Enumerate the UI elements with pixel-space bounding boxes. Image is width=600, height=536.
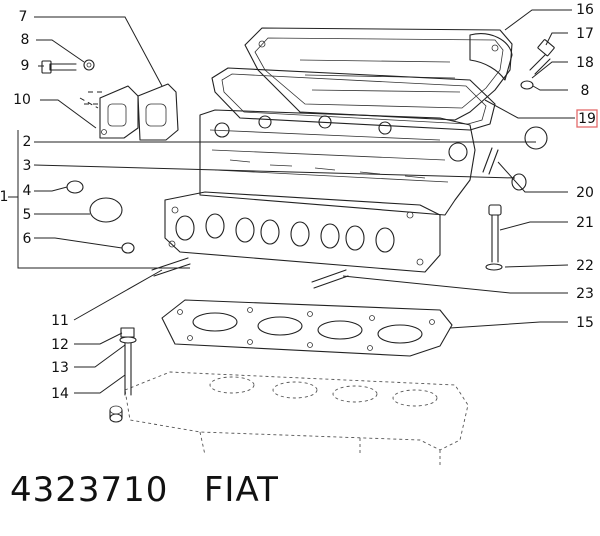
- callout-22: 22: [576, 258, 594, 274]
- callout-10: 10: [13, 92, 31, 108]
- assembly-dash: [79, 91, 102, 109]
- callout-8-right: 8: [581, 83, 590, 99]
- callout-13: 13: [51, 360, 69, 376]
- part-number: 4323710: [10, 470, 169, 510]
- callout-15: 15: [576, 315, 594, 331]
- plug-cup: [121, 242, 135, 254]
- stud-center: [311, 269, 349, 289]
- callout-17: 17: [576, 26, 594, 42]
- flange-gasket-front: [99, 85, 139, 139]
- small-washer: [83, 59, 95, 71]
- callout-12: 12: [51, 337, 69, 353]
- callout-5: 5: [23, 207, 32, 223]
- callout-7: 7: [19, 9, 28, 25]
- callout-14: 14: [51, 386, 69, 402]
- cylinder-head: [164, 109, 476, 273]
- callout-1: 1: [0, 189, 8, 205]
- callout-18: 18: [576, 55, 594, 71]
- callout-20: 20: [576, 185, 594, 201]
- cover-bolt: [529, 39, 555, 75]
- valve-cover: [244, 27, 513, 121]
- cover-washer: [520, 80, 534, 90]
- callout-11: 11: [51, 313, 69, 329]
- head-washer-right: [485, 263, 503, 271]
- plug-large: [89, 197, 123, 223]
- callout-16: 16: [576, 2, 594, 18]
- head-gasket: [161, 299, 453, 357]
- camshaft-cap: [524, 126, 548, 150]
- callout-21: 21: [576, 215, 594, 231]
- valve-cover-gasket: [211, 67, 496, 131]
- callout-9: 9: [21, 58, 30, 74]
- callout-19-highlight: [576, 109, 598, 128]
- plug-small: [66, 180, 84, 194]
- callout-2: 2: [23, 134, 32, 150]
- callout-19: 19: [578, 111, 596, 127]
- callout-labels: 7 8 9 10 2 3 1 4 5 6 11 12 13 14 16 17 1…: [0, 2, 598, 402]
- callout-6: 6: [23, 231, 32, 247]
- head-bolt-right: [488, 204, 502, 263]
- callout-23: 23: [576, 286, 594, 302]
- callout-8-left: 8: [21, 32, 30, 48]
- leader-lines: [8, 9, 575, 394]
- oil-seal: [511, 173, 527, 191]
- stud-left: [151, 257, 191, 277]
- engine-block-outline: [124, 371, 469, 465]
- part-caption: 4323710 FIAT: [10, 470, 279, 510]
- head-bolt-left: [119, 327, 137, 396]
- flange-gasket-rear: [137, 83, 179, 141]
- stud-pin: [482, 147, 499, 175]
- callout-4: 4: [23, 183, 32, 199]
- brand-name: FIAT: [203, 470, 279, 510]
- callout-3: 3: [23, 158, 32, 174]
- small-bolt: [41, 60, 77, 74]
- dowel-sleeve: [109, 405, 123, 423]
